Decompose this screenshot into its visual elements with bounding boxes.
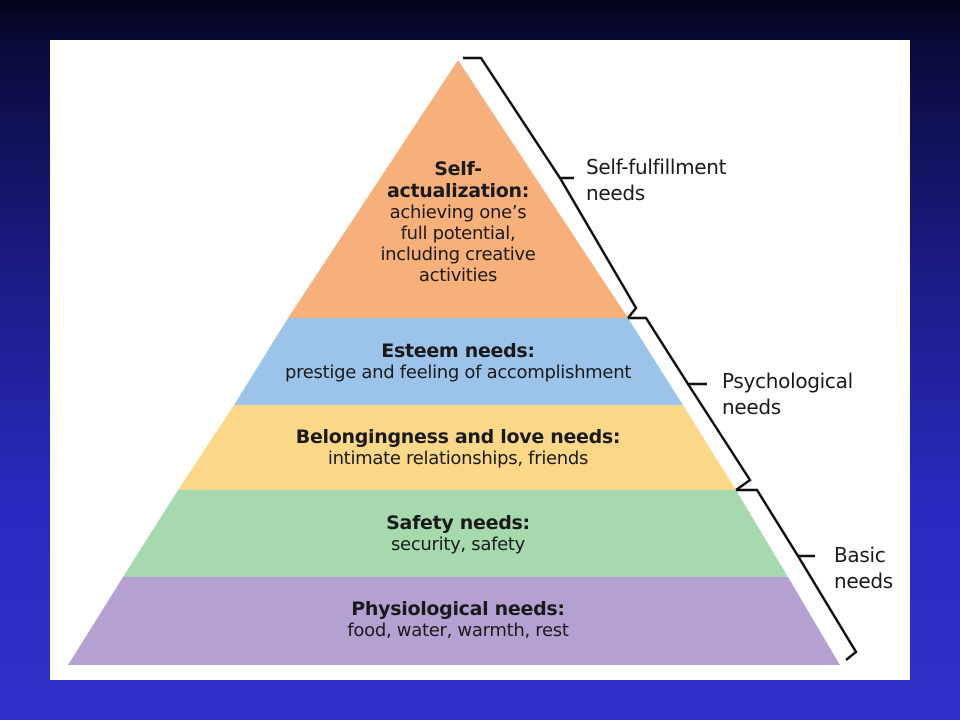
self-actualization-layer bbox=[288, 60, 628, 318]
belonging-label: Belongingness and love needs: intimate r… bbox=[218, 426, 698, 469]
diagram-panel: Self- actualization: achieving one’s ful… bbox=[50, 40, 910, 680]
physiological-layer bbox=[68, 577, 840, 665]
safety-desc: security, safety bbox=[390, 534, 526, 555]
basic-line-2: needs bbox=[834, 569, 893, 593]
belonging-title: Belongingness and love needs: bbox=[295, 426, 621, 448]
self-actualization-desc-2: full potential, bbox=[400, 223, 516, 244]
esteem-layer bbox=[234, 318, 683, 405]
self-actualization-label: Self- actualization: achieving one’s ful… bbox=[348, 158, 568, 286]
self-fulfillment-bracket bbox=[463, 56, 638, 319]
physiological-label: Physiological needs: food, water, warmth… bbox=[278, 598, 638, 641]
psychological-line-1: Psychological bbox=[722, 369, 853, 393]
physiological-desc: food, water, warmth, rest bbox=[347, 620, 569, 641]
self-actualization-desc-1: achieving one’s bbox=[389, 202, 527, 223]
self-fulfillment-group-label: Self-fulfillment needs bbox=[586, 154, 727, 206]
basic-line-1: Basic bbox=[834, 543, 886, 567]
esteem-desc: prestige and feeling of accomplishment bbox=[284, 362, 632, 383]
basic-bracket bbox=[736, 488, 858, 661]
self-actualization-title-cont: actualization: bbox=[387, 180, 529, 202]
basic-group-label: Basic needs bbox=[834, 542, 893, 594]
esteem-title: Esteem needs: bbox=[381, 340, 535, 362]
self-actualization-desc-4: activities bbox=[418, 265, 498, 286]
self-actualization-desc-3: including creative bbox=[380, 244, 536, 265]
psychological-group-label: Psychological needs bbox=[722, 368, 853, 420]
psychological-bracket bbox=[628, 316, 752, 492]
psychological-line-2: needs bbox=[722, 395, 781, 419]
safety-label: Safety needs: security, safety bbox=[308, 512, 608, 555]
self-actualization-title: Self- bbox=[434, 158, 482, 180]
esteem-label: Esteem needs: prestige and feeling of ac… bbox=[248, 340, 668, 383]
self-fulfillment-line-2: needs bbox=[586, 181, 645, 205]
safety-title: Safety needs: bbox=[386, 512, 530, 534]
physiological-title: Physiological needs: bbox=[351, 598, 565, 620]
belonging-desc: intimate relationships, friends bbox=[327, 448, 589, 469]
self-fulfillment-line-1: Self-fulfillment bbox=[586, 155, 727, 179]
belonging-layer bbox=[178, 405, 736, 490]
safety-layer bbox=[123, 490, 788, 577]
pyramid-graphic bbox=[68, 56, 858, 665]
